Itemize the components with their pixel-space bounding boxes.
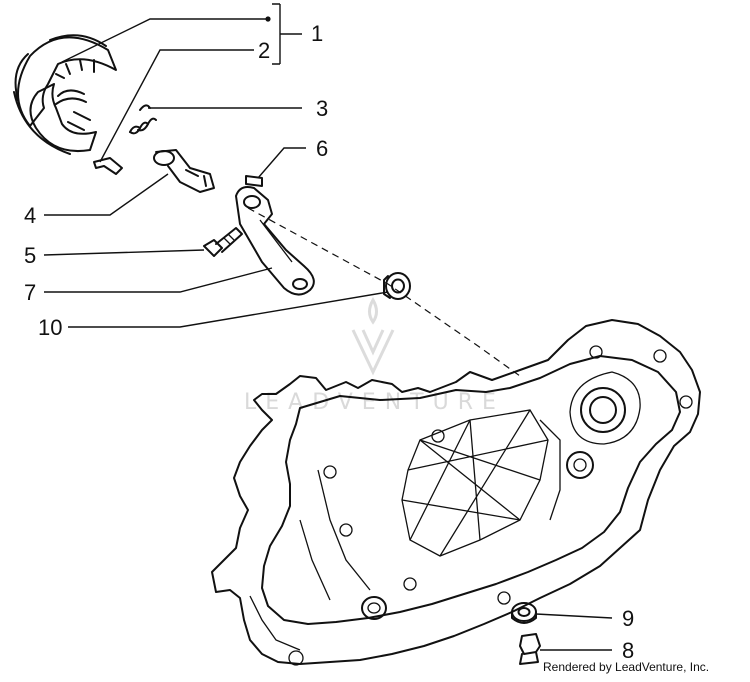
callout-6: 6 bbox=[316, 136, 328, 161]
oil-seal bbox=[383, 272, 411, 300]
brake-cam-shaft bbox=[153, 149, 215, 193]
clip bbox=[93, 157, 123, 175]
group-bracket bbox=[272, 3, 302, 65]
callout-7: 7 bbox=[24, 280, 36, 305]
watermark-text: LEADVENTURE bbox=[244, 390, 505, 415]
callout-2: 2 bbox=[258, 38, 270, 63]
brake-shoes bbox=[13, 16, 271, 155]
callout-4: 4 bbox=[24, 203, 36, 228]
bolt bbox=[203, 227, 243, 257]
drain-bolt bbox=[519, 633, 541, 665]
washer bbox=[511, 602, 537, 624]
callout-9: 9 bbox=[622, 606, 634, 631]
crankcase bbox=[211, 319, 701, 666]
assembly-line bbox=[247, 207, 521, 377]
brake-lever bbox=[235, 186, 315, 296]
callout-1: 1 bbox=[311, 21, 323, 46]
callout-3: 3 bbox=[316, 96, 328, 121]
spring bbox=[129, 104, 157, 135]
callout-10: 10 bbox=[38, 315, 62, 340]
callout-5: 5 bbox=[24, 243, 36, 268]
callout-8: 8 bbox=[622, 638, 634, 663]
credit-text: Rendered by LeadVenture, Inc. bbox=[543, 660, 709, 674]
leader-lines bbox=[43, 18, 613, 651]
pin bbox=[245, 175, 263, 187]
watermark-logo bbox=[351, 297, 395, 376]
